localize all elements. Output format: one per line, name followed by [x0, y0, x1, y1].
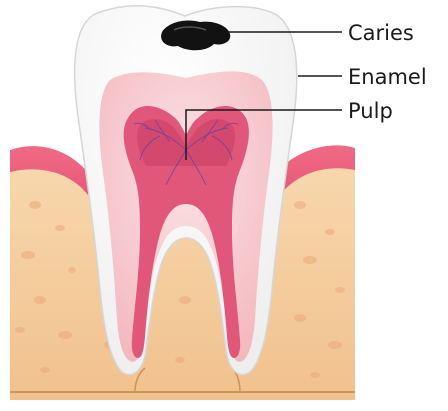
- caries-label: Caries: [348, 21, 414, 45]
- pulp-label: Pulp: [348, 99, 393, 123]
- enamel-label: Enamel: [348, 65, 427, 89]
